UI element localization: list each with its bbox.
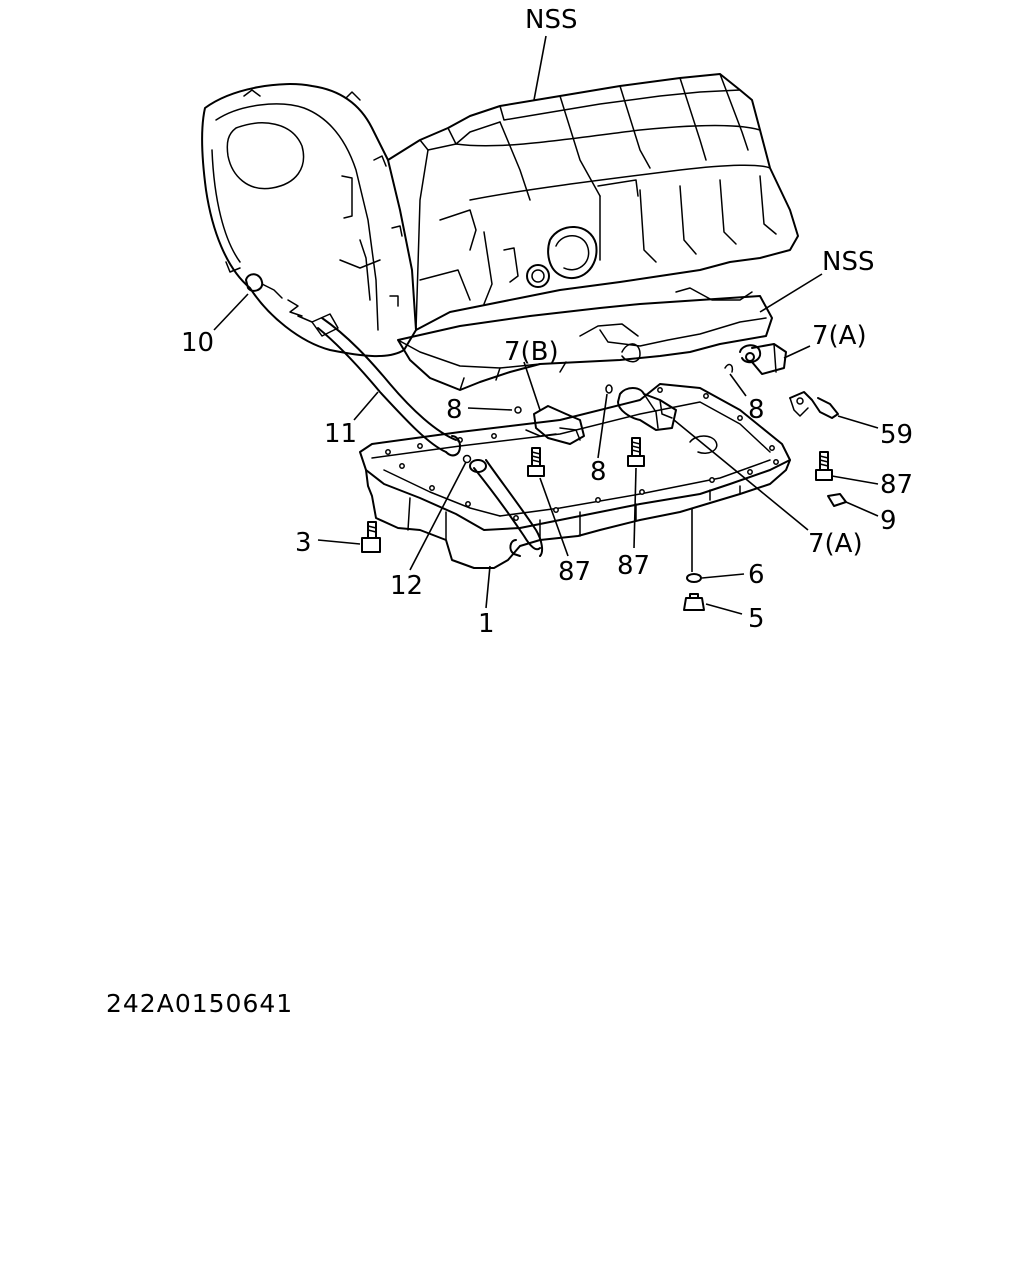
- leader-lines: [213, 35, 879, 615]
- drawing-code: 242A0150641: [106, 989, 293, 1018]
- callout-12: 12: [390, 571, 423, 601]
- drain-plug-5-icon: [683, 593, 705, 611]
- callout-6: 6: [748, 560, 765, 590]
- bolt-3-icon: [361, 521, 381, 553]
- callout-10: 10: [181, 328, 214, 358]
- callout-1: 1: [478, 609, 495, 639]
- bracket-59-icon: [789, 391, 839, 419]
- callout-8-mid: 8: [590, 457, 607, 487]
- callout-8-left: 8: [446, 395, 463, 425]
- transmission-case: [201, 73, 799, 358]
- callout-7b: 7(B): [504, 337, 559, 367]
- callout-labels: NSS NSS 10 11 7(B) 8 8 8 7(A) 59 87 9 7(…: [181, 5, 913, 639]
- oil-filler-tube: [287, 299, 544, 557]
- callout-59: 59: [880, 420, 913, 450]
- callout-5: 5: [748, 604, 765, 634]
- callout-3: 3: [295, 528, 312, 558]
- solenoid-7b-icon: [525, 405, 585, 445]
- solenoid-7a-lower-icon: [617, 387, 677, 431]
- callout-nss-top: NSS: [525, 5, 577, 35]
- callout-11: 11: [324, 419, 357, 449]
- bolt-87-icons: [527, 437, 833, 481]
- callout-87-mid-left: 87: [558, 557, 591, 587]
- callout-nss-right: NSS: [822, 247, 874, 277]
- callout-87-mid-right: 87: [617, 551, 650, 581]
- valve-body: [397, 287, 773, 391]
- callout-7a-bottom: 7(A): [808, 529, 863, 559]
- callout-7a-top: 7(A): [812, 321, 867, 351]
- callout-9: 9: [880, 506, 897, 536]
- callout-87-right: 87: [880, 470, 913, 500]
- callout-8-right: 8: [748, 395, 765, 425]
- gasket-6-icon: [686, 573, 702, 583]
- clip-9-icon: [827, 493, 847, 507]
- solenoid-7a-upper-icon: [739, 343, 787, 375]
- clamp-icon: [245, 273, 283, 299]
- o-ring-icons: [462, 363, 734, 464]
